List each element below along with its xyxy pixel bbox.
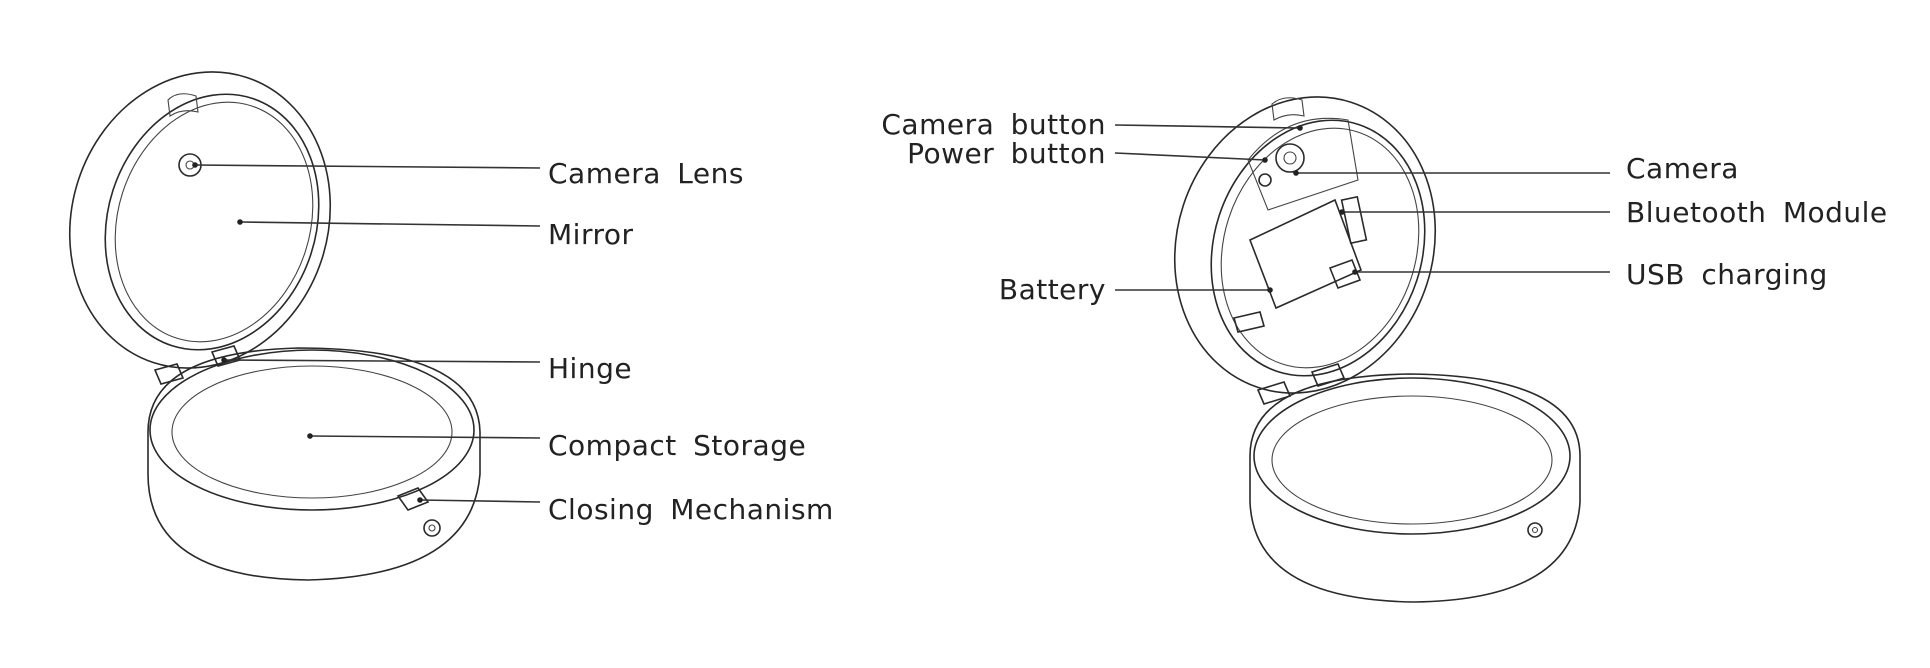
label-camera-lens: Camera Lens: [548, 157, 744, 190]
right-compact-drawing: [1114, 96, 1610, 603]
power-button-icon: [1258, 173, 1272, 187]
right-base: [1249, 363, 1581, 603]
label-mirror: Mirror: [548, 218, 634, 251]
left-lid: [68, 71, 332, 369]
usb-port-icon: [1328, 258, 1362, 290]
label-closing-mechanism: Closing Mechanism: [548, 493, 834, 526]
camera-button-icon: [1271, 97, 1305, 121]
left-base: [147, 345, 481, 581]
left-compact-drawing: [68, 71, 541, 581]
right-hinge-right-icon: [1310, 363, 1346, 387]
camera-module-icon: [1275, 143, 1305, 173]
right-lid: [1173, 96, 1437, 394]
label-usb-charging: USB charging: [1626, 258, 1828, 291]
right-hinge-left-icon: [1256, 381, 1292, 405]
closing-latch-icon: [396, 487, 430, 511]
left-leaders: [192, 162, 541, 503]
label-hinge: Hinge: [548, 352, 633, 385]
hinge-left-icon: [153, 363, 185, 385]
label-battery: Battery: [998, 273, 1106, 306]
battery-icon: [1248, 198, 1363, 310]
pcb-icon: [1247, 117, 1359, 211]
label-power-button: Power button: [907, 137, 1106, 170]
label-compact-storage: Compact Storage: [548, 429, 807, 462]
label-camera: Camera: [1626, 152, 1739, 185]
right-leaders: [1114, 124, 1610, 293]
label-bluetooth-module: Bluetooth Module: [1626, 196, 1888, 229]
bluetooth-module-icon: [1340, 195, 1368, 245]
label-camera-button: Camera button: [881, 108, 1106, 141]
